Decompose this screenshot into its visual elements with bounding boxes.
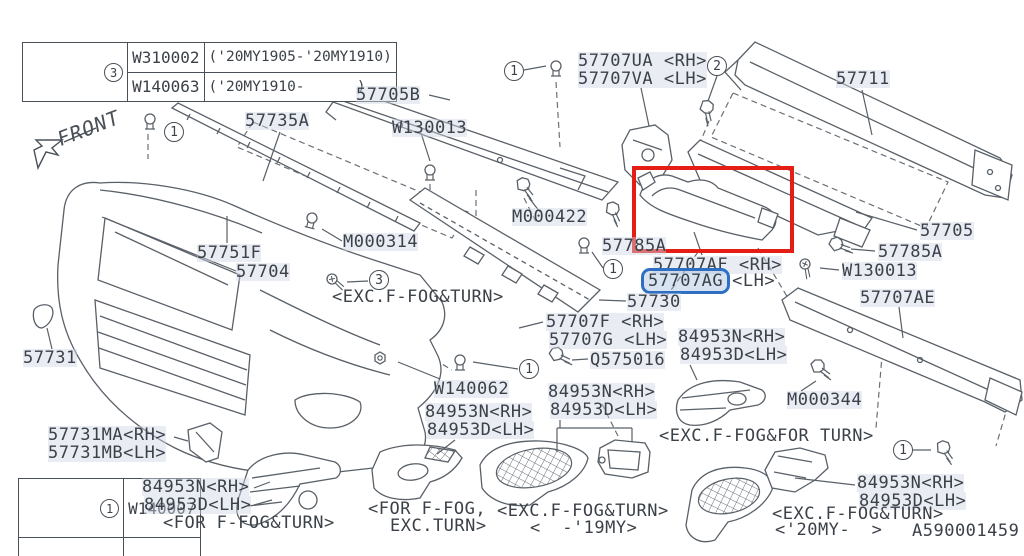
callout-3: 3 (369, 270, 389, 290)
callout-3-badge: 3 (104, 63, 124, 82)
callout-2: 2 (707, 56, 727, 76)
part-label-q575016[interactable]: Q575016 (590, 350, 666, 370)
part-number-w310002[interactable]: W310002 (127, 42, 205, 73)
note-exc-fog-turn: <EXC.F-FOG&TURN> (332, 287, 504, 307)
note-for-fog-exc-turn-2: EXC.TURN> (390, 516, 487, 536)
part-label-57707ag-line: 57707AG <LH> (641, 268, 775, 294)
part-label-57751f[interactable]: 57751F (197, 243, 262, 263)
part-label-57785a-left[interactable]: 57785A (602, 236, 667, 256)
callout-1: 1 (893, 440, 913, 460)
part-number-m060012[interactable]: M060012 (123, 537, 201, 556)
part-label-84953n-3[interactable]: 84953N<RH> (548, 382, 656, 402)
part-label-57707ua[interactable]: 57707UA <RH> (578, 51, 707, 71)
part-label-84953n-2[interactable]: 84953N<RH> (425, 402, 533, 422)
part-label-w130013[interactable]: W130013 (392, 118, 468, 138)
part-number-w140007[interactable]: W140007 (123, 478, 201, 538)
part-label-m000314[interactable]: M000314 (343, 232, 419, 252)
drawing-code: A590001459 (912, 521, 1020, 541)
rail-57707ae (781, 287, 1023, 416)
part-label-57731[interactable]: 57731 (23, 348, 77, 368)
trim-strip-57735a (170, 102, 421, 232)
note-for-fog-exc-turn-1: <FOR F-FOG, (368, 499, 487, 519)
applicability-range: ('20MY1905-'20MY1910) (203, 42, 397, 73)
part-label-57785a-right[interactable]: 57785A (878, 242, 943, 262)
part-label-84953n-5[interactable]: 84953N<RH> (857, 473, 965, 493)
part-label-57705[interactable]: 57705 (920, 221, 974, 241)
callout-1: 1 (603, 259, 623, 279)
part-label-w130013-right[interactable]: W130013 (842, 261, 918, 281)
part-label-m000422[interactable]: M000422 (512, 207, 588, 227)
rail-57705 (687, 139, 873, 248)
part-label-57704[interactable]: 57704 (236, 262, 290, 282)
part-label-57731mb[interactable]: 57731MB<LH> (48, 443, 167, 463)
note-for-fog-turn: <FOR F-FOG&TURN> (163, 513, 335, 533)
front-arrow-icon (33, 127, 97, 171)
ref-cell: 1 (17, 478, 125, 538)
fog-covers (236, 379, 829, 543)
part-label-57707va[interactable]: 57707VA <LH> (578, 69, 707, 89)
part-label-57731ma[interactable]: 57731MA<RH> (48, 425, 167, 445)
part-label-84953d-5[interactable]: 84953D<LH> (859, 491, 967, 511)
part-57731 (32, 304, 54, 329)
part-label-84953d-3[interactable]: 84953D<LH> (550, 400, 658, 420)
part-label-w140062[interactable]: W140062 (434, 379, 510, 399)
bumper-cover-57704 (57, 181, 446, 475)
applicability-range: ('20MY1910- ) (203, 71, 397, 102)
part-label-84953d-4[interactable]: 84953D<LH> (680, 345, 788, 365)
note-exc-fog-turn-20my-1: <EXC.F-FOG&TURN> (772, 504, 944, 524)
part-label-m000344[interactable]: M000344 (787, 390, 863, 410)
callout-1-badge: 1 (100, 499, 120, 518)
ref-cell: 2 (17, 537, 125, 556)
part-label-57707g[interactable]: 57707G <LH> (549, 330, 668, 350)
bracket-57707af-ag (637, 171, 779, 241)
side-suffix-lh: <LH> (732, 271, 776, 291)
callout-1: 1 (519, 359, 539, 379)
part-label-57707ae[interactable]: 57707AE (860, 288, 936, 308)
ref-table-top-left: 3 W310002 ('20MY1905-'20MY1910) W140063 … (21, 42, 397, 102)
note-exc-fog-turn-19my-2: < -'19MY> (530, 518, 638, 538)
absorber-57730 (408, 187, 602, 313)
part-label-57730[interactable]: 57730 (627, 292, 681, 312)
part-label-84953d-1[interactable]: 84953D<LH> (144, 495, 252, 515)
part-label-57707f[interactable]: 57707F <RH> (546, 312, 665, 332)
part-label-57735a[interactable]: 57735A (245, 111, 310, 131)
part-number-w140063[interactable]: W140063 (127, 71, 205, 102)
part-label-84953d-2[interactable]: 84953D<LH> (427, 420, 535, 440)
part-label-57705b[interactable]: 57705B (356, 85, 421, 105)
note-exc-fog-turn-19my-1: <EXC.F-FOG&TURN> (497, 501, 669, 521)
leader-lines (46, 65, 931, 506)
selected-part-label-57707ag[interactable]: 57707AG (641, 268, 731, 294)
beam-57711 (724, 41, 1013, 201)
part-label-84953n-4[interactable]: 84953N<RH> (678, 327, 786, 347)
note-exc-fog-for-turn: <EXC.F-FOG&FOR TURN> (659, 426, 874, 446)
ref-table-bottom-left: 1 W140007 2 M060012 (17, 478, 201, 556)
callout-1: 1 (164, 122, 184, 142)
part-label-84953n-1[interactable]: 84953N<RH> (142, 477, 250, 497)
note-exc-fog-turn-20my-2: <'20MY- > (775, 520, 883, 540)
callout-1: 1 (504, 61, 524, 81)
part-label-57711[interactable]: 57711 (836, 69, 890, 89)
red-highlight-box (632, 166, 794, 253)
small-parts (32, 304, 223, 463)
ref-table-top-ref-cell: 3 (21, 42, 129, 102)
